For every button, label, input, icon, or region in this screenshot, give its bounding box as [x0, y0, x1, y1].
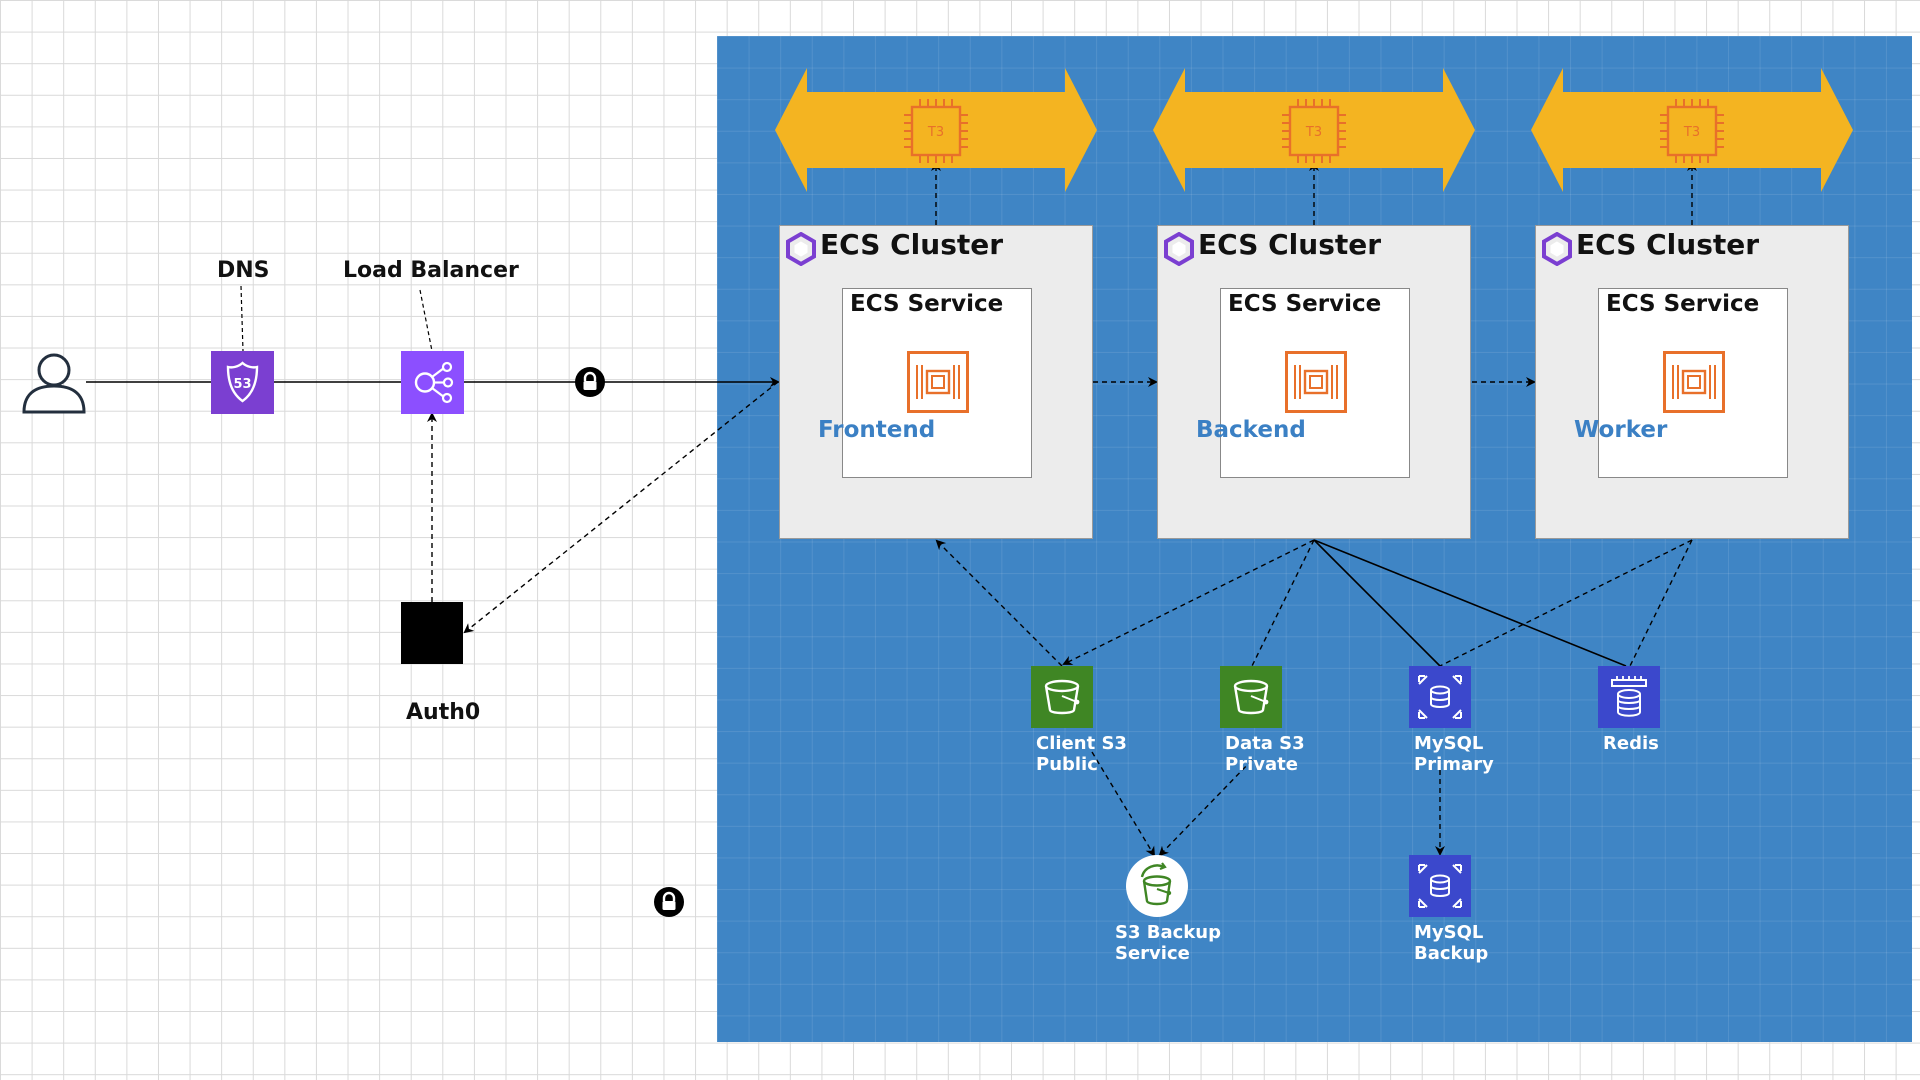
backend-to-client-s3-edge — [1062, 539, 1315, 665]
ec2-t3-icon: T3 — [904, 99, 968, 163]
ecs-service-box[interactable]: ECS Service Worker — [1574, 288, 1788, 478]
mysql-backup-label: MySQL Backup — [1414, 922, 1489, 964]
autoscaling-arrow-backend: T3 — [1153, 68, 1475, 192]
elasticache-redis-icon[interactable] — [1598, 666, 1660, 728]
mysql-primary-label: MySQL Primary — [1414, 733, 1494, 775]
ec2-t3-icon: T3 — [1282, 99, 1346, 163]
s3-backup-label: S3 Backup Service — [1115, 922, 1221, 964]
service-name-label: Frontend — [818, 417, 936, 443]
lb-label-leader — [419, 289, 433, 352]
client-s3-to-backup-edge — [1091, 751, 1156, 857]
svg-text:T3: T3 — [927, 125, 944, 140]
service-name-label: Worker — [1574, 417, 1668, 443]
svg-text:T3: T3 — [1683, 125, 1700, 140]
ecs-cluster-icon — [1542, 232, 1572, 266]
cluster-auth0-edge — [463, 381, 779, 634]
data-s3-to-backup-edge — [1158, 759, 1253, 857]
elastic-load-balancer-icon[interactable] — [401, 351, 464, 414]
rds-icon[interactable] — [1409, 666, 1471, 728]
s3-bucket-icon[interactable] — [1031, 666, 1093, 728]
auth0-square[interactable] — [401, 602, 463, 664]
ec2-t3-icon: T3 — [1660, 99, 1724, 163]
ecs-cluster-backend[interactable]: ECS Cluster ECS Service Backend — [1157, 225, 1471, 539]
cluster-title: ECS Cluster — [820, 228, 1004, 261]
data-s3-label: Data S3 Private — [1225, 733, 1305, 775]
backend-to-mysql-edge — [1313, 539, 1441, 667]
autoscaling-arrow-worker: T3 — [1531, 68, 1853, 192]
lock-icon — [654, 887, 684, 917]
ecs-cluster-frontend[interactable]: ECS Cluster ECS Service Frontend — [779, 225, 1093, 539]
ecs-task-icon — [1663, 351, 1725, 413]
cluster-title: ECS Cluster — [1198, 228, 1382, 261]
auth0-label: Auth0 — [406, 700, 481, 725]
ecs-task-icon — [1285, 351, 1347, 413]
cluster-title: ECS Cluster — [1576, 228, 1760, 261]
client-s3-to-frontend-edge — [935, 539, 1063, 667]
ecs-cluster-worker[interactable]: ECS Cluster ECS Service Worker — [1535, 225, 1849, 539]
worker-to-redis-edge — [1629, 539, 1693, 667]
service-title: ECS Service — [1606, 291, 1760, 317]
ecs-service-box[interactable]: ECS Service Backend — [1196, 288, 1410, 478]
ecs-task-icon — [907, 351, 969, 413]
ecs-cluster-icon — [1164, 232, 1194, 266]
route53-icon[interactable]: 53 — [211, 351, 274, 414]
client-s3-label: Client S3 Public — [1036, 733, 1127, 775]
service-title: ECS Service — [850, 291, 1004, 317]
ecs-cluster-icon — [786, 232, 816, 266]
backend-to-data-s3-edge — [1251, 539, 1315, 667]
s3-bucket-icon[interactable] — [1220, 666, 1282, 728]
rds-icon[interactable] — [1409, 855, 1471, 917]
service-title: ECS Service — [1228, 291, 1382, 317]
backend-to-redis-edge — [1313, 539, 1627, 667]
autoscaling-arrow-frontend: T3 — [775, 68, 1097, 192]
lock-icon — [575, 367, 605, 397]
dns-label: DNS — [217, 258, 270, 283]
worker-to-mysql-edge — [1439, 539, 1693, 667]
aws-backup-icon[interactable] — [1126, 855, 1188, 917]
service-name-label: Backend — [1196, 417, 1306, 443]
svg-text:T3: T3 — [1305, 125, 1322, 140]
svg-text:53: 53 — [233, 377, 251, 392]
user-icon — [20, 348, 88, 416]
ecs-service-box[interactable]: ECS Service Frontend — [818, 288, 1032, 478]
load-balancer-label: Load Balancer — [343, 258, 519, 283]
dns-label-leader — [240, 285, 244, 352]
redis-label: Redis — [1603, 733, 1659, 754]
